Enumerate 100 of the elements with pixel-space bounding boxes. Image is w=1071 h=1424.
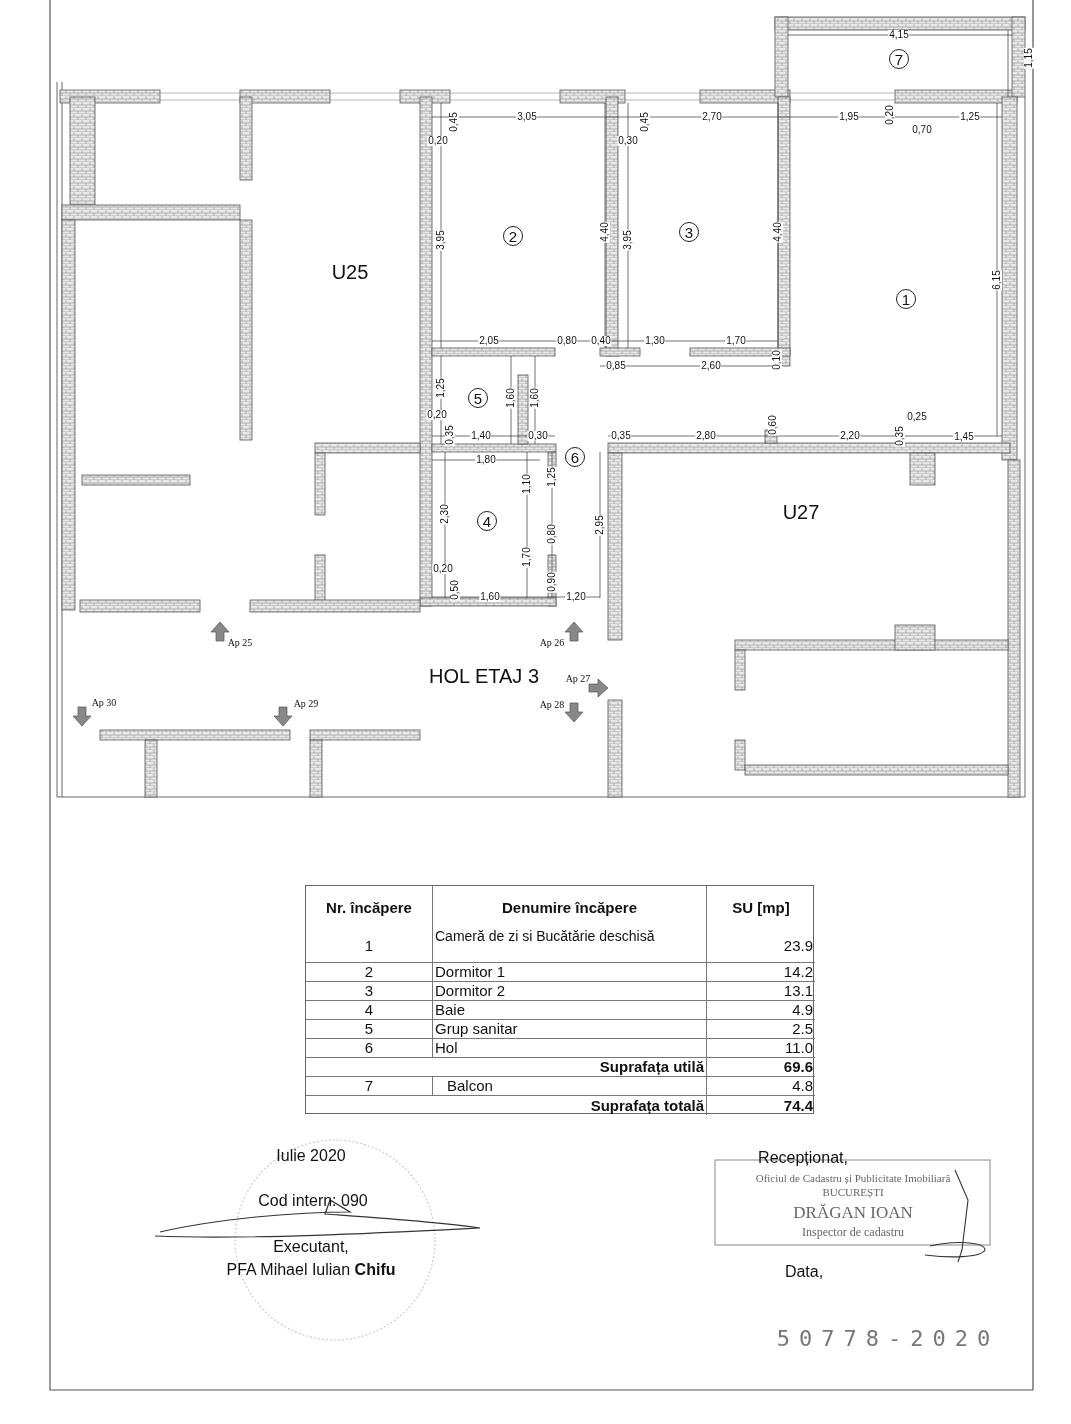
dimension-label: 4,40 — [773, 221, 783, 243]
dimension-label: 0,35 — [610, 431, 632, 441]
dimension-label: 1,60 — [506, 387, 516, 409]
table-cell: 11.0 — [707, 1039, 815, 1058]
executant-name: PFA Mihael Iulian Chifu — [226, 1262, 396, 1278]
table-cell: 4.9 — [707, 1001, 815, 1020]
table-cell: Grup sanitar — [433, 1020, 707, 1039]
dimension-label: 0,80 — [556, 336, 578, 346]
room-number-text: 1 — [901, 290, 911, 308]
table-cell: 7 — [306, 1077, 433, 1096]
table-cell: 6 — [306, 1039, 433, 1058]
dimension-label: 3,95 — [436, 229, 446, 251]
dimension-label: 1,60 — [479, 592, 501, 602]
table-header-cell: Denumire încăpere — [433, 886, 707, 929]
dimension-label: 0,20 — [426, 410, 448, 420]
table-cell: 69.6 — [707, 1058, 815, 1077]
apartment-entry-label: Ap 27 — [565, 674, 591, 684]
reception-text: Recepționat, — [758, 1150, 848, 1166]
room-number-text: 5 — [473, 389, 483, 407]
dimension-label: 0,45 — [640, 111, 650, 133]
dimension-label: 0,90 — [547, 571, 557, 593]
stamp-text: Inspector de cadastru — [802, 1226, 904, 1238]
dimension-label: 1,10 — [522, 473, 532, 495]
table-cell: Suprafața totală — [306, 1096, 707, 1115]
dimension-label: 1,25 — [959, 112, 981, 122]
table-cell: Hol — [433, 1039, 707, 1058]
table-cell: 2.5 — [707, 1020, 815, 1039]
room-number — [477, 511, 497, 531]
room-number — [565, 447, 585, 467]
code-text: Cod intern: 090 — [258, 1193, 368, 1209]
dimension-label: 2,60 — [700, 361, 722, 371]
room-number-text: 3 — [684, 223, 694, 241]
room-number — [896, 289, 916, 309]
room-number-text: 2 — [508, 227, 518, 245]
dimension-label: 0,25 — [906, 412, 928, 422]
room-number — [889, 49, 909, 69]
date-text: Iulie 2020 — [276, 1148, 346, 1164]
dimension-label: 0,50 — [450, 579, 460, 601]
dimension-label: 0,80 — [547, 523, 557, 545]
table-cell: 14.2 — [707, 963, 815, 982]
table-cell: Cameră de zi si Bucătărie deschisă — [433, 929, 707, 963]
table-cell: 2 — [306, 963, 433, 982]
dimension-label: 0,85 — [605, 361, 627, 371]
dimension-label: 0,40 — [590, 336, 612, 346]
dimension-label: 2,95 — [595, 514, 605, 536]
dimension-label: 1,60 — [530, 387, 540, 409]
table-cell: Dormitor 1 — [433, 963, 707, 982]
dimension-label: 0,35 — [895, 425, 905, 447]
table-cell: 3 — [306, 982, 433, 1001]
dimension-label: 2,05 — [478, 336, 500, 346]
stamp-text: Oficiul de Cadastru și Publicitate Imobiliară — [755, 1172, 951, 1184]
table-header-cell-text: SU [mp] — [731, 897, 791, 918]
table-cell: 4.8 — [707, 1077, 815, 1096]
table-cell: 13.1 — [707, 982, 815, 1001]
apartment-entry-label: Ap 28 — [539, 700, 565, 710]
dimension-label: 0,70 — [911, 125, 933, 135]
stamp-text: DRĂGAN IOAN — [793, 1203, 913, 1221]
table-cell: Dormitor 2 — [433, 982, 707, 1001]
dimension-label: 0,60 — [768, 414, 778, 436]
stamp-text: BUCUREȘTI — [822, 1186, 884, 1198]
room-number — [679, 222, 699, 242]
dimension-label: 2,70 — [701, 112, 723, 122]
unit-label: HOL ETAJ 3 — [429, 666, 539, 686]
room-number — [503, 226, 523, 246]
apartment-entry-label: Ap 30 — [91, 698, 117, 708]
dimension-label: 1,15 — [1024, 47, 1034, 69]
room-number-text: 6 — [570, 448, 580, 466]
dimension-label: 1,40 — [470, 431, 492, 441]
dimension-label: 1,30 — [644, 336, 666, 346]
dimension-label: 1,45 — [953, 432, 975, 442]
dimension-label: 2,80 — [695, 431, 717, 441]
dimension-label: 3,95 — [623, 229, 633, 251]
date-field-text: Data, — [784, 1264, 824, 1280]
apartment-entry-label: Ap 25 — [227, 638, 253, 648]
table-header-cell: Nr. încăpere — [306, 886, 433, 929]
apartment-entry-label: Ap 26 — [539, 638, 565, 648]
table-cell: 23.9 — [707, 929, 815, 963]
dimension-label: 3,05 — [516, 112, 538, 122]
dimension-label: 1,70 — [522, 546, 532, 568]
unit-label: U27 — [782, 502, 820, 522]
table-cell: 4 — [306, 1001, 433, 1020]
dimension-label: 1,70 — [725, 336, 747, 346]
executant-text: Executant, — [273, 1239, 349, 1255]
dimension-label: 4,40 — [600, 221, 610, 243]
dimension-label: 0,20 — [427, 136, 449, 146]
dimension-label: 1,95 — [838, 112, 860, 122]
table-cell: 5 — [306, 1020, 433, 1039]
unit-label: U25 — [331, 262, 369, 282]
dimension-label: 0,10 — [772, 349, 782, 371]
table-cell: Suprafața utilă — [306, 1058, 707, 1077]
dimension-label: 6,15 — [992, 269, 1002, 291]
table-cell-text: 74.4 — [782, 1096, 814, 1115]
dimension-label: 2,20 — [839, 431, 861, 441]
dimension-label: 1,25 — [547, 466, 557, 488]
dimension-label: 0,30 — [617, 136, 639, 146]
apartment-entry-label: Ap 29 — [293, 699, 319, 709]
table-cell: 1 — [306, 929, 433, 963]
table-cell: Balcon — [433, 1077, 707, 1096]
dimension-label: 0,20 — [432, 564, 454, 574]
dimension-label: 0,35 — [445, 424, 455, 446]
